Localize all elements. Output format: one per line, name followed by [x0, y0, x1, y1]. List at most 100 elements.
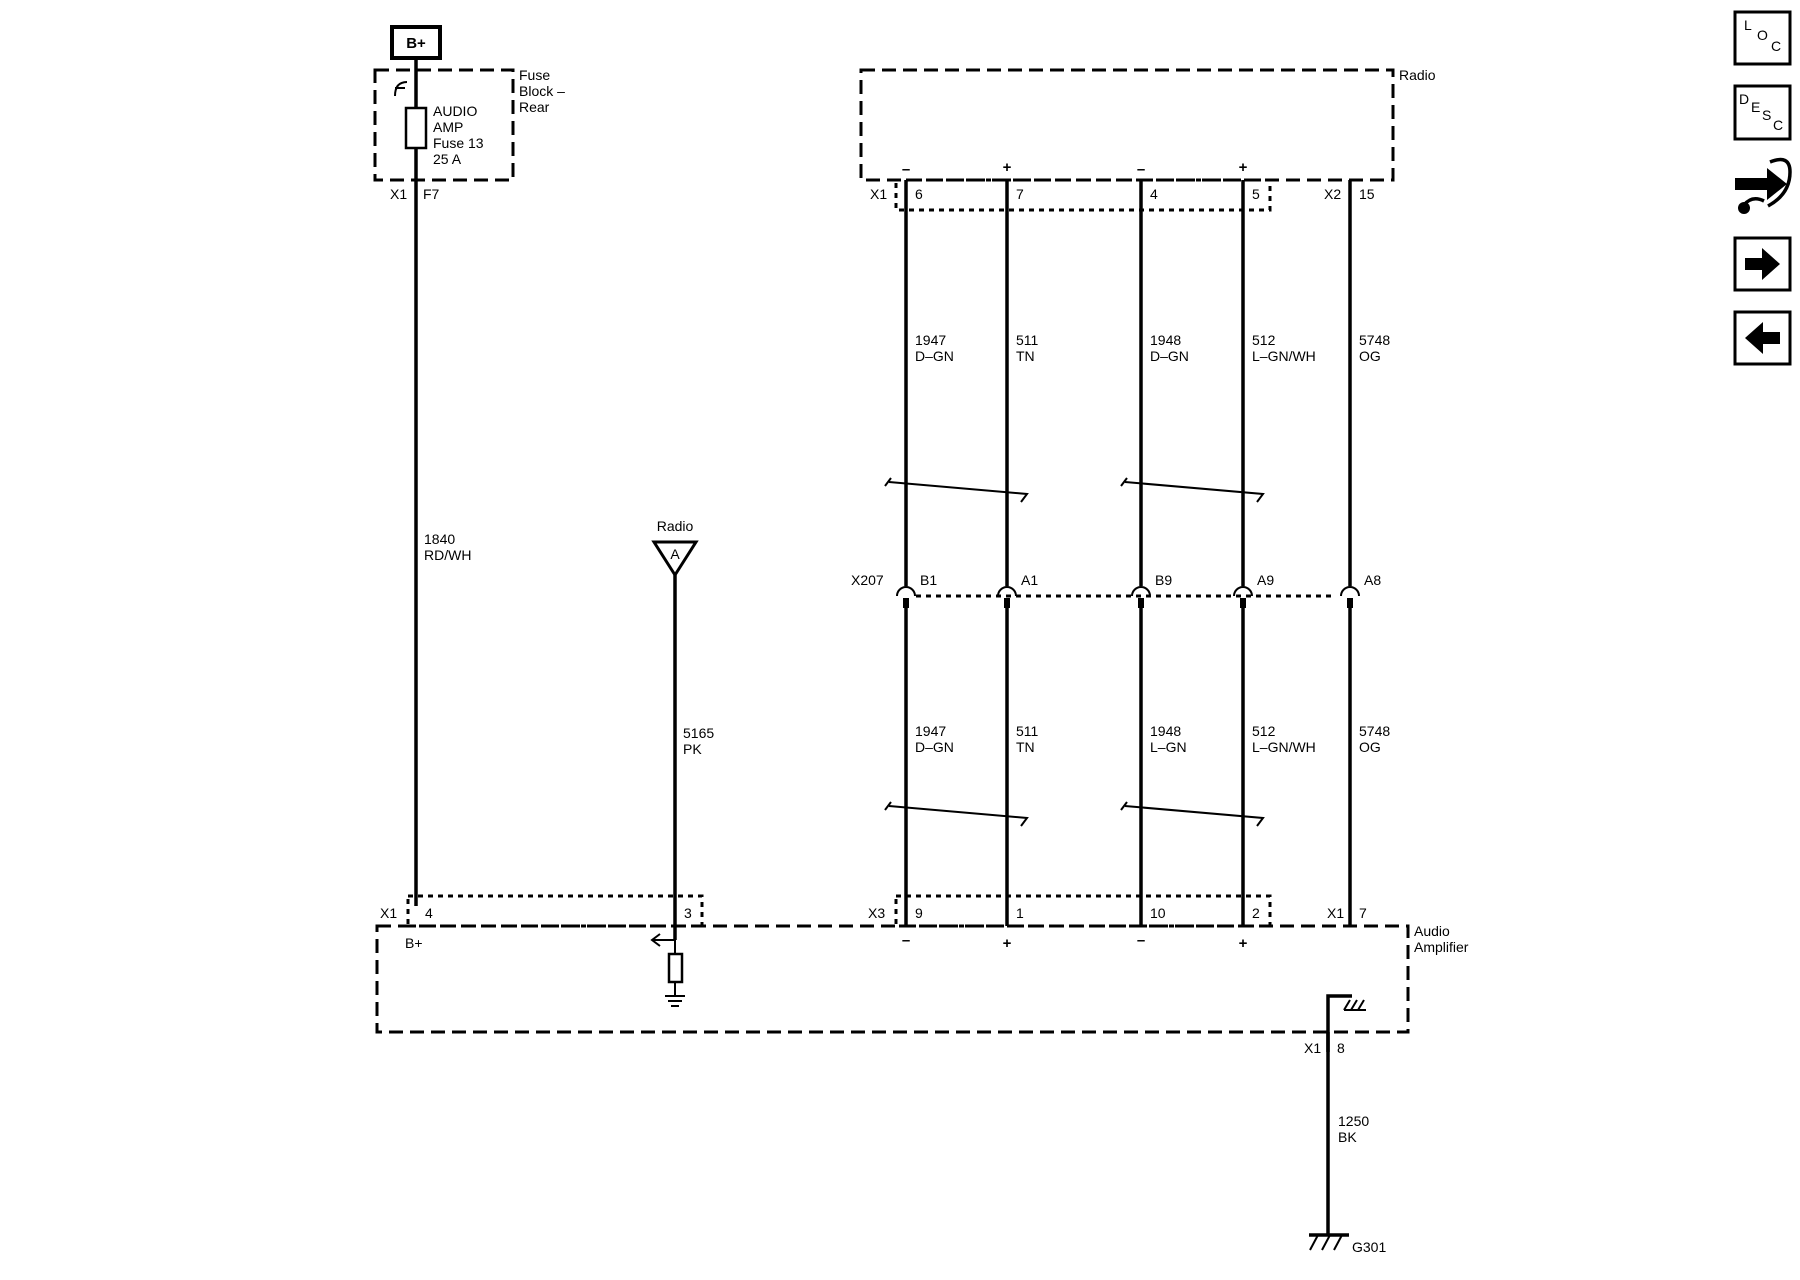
radio-pin4-minus: –: [1137, 161, 1145, 178]
wire-1948-lower-color: L–GN: [1150, 739, 1187, 755]
amp-connector-x1-bottom: X1: [1304, 1040, 1321, 1056]
fuse-clip-icon: [394, 81, 408, 97]
radio-pin7-plus: +: [1003, 159, 1012, 176]
wire-512-lower-circuit: 512: [1252, 723, 1276, 739]
remote-ref-symbol: A: [670, 546, 680, 562]
desc-button[interactable]: D E S C: [1733, 84, 1792, 141]
amp-connector-x1-right: X1: [1327, 905, 1344, 921]
loc-button[interactable]: L O C: [1733, 10, 1792, 66]
fuse-pin-f7: F7: [423, 186, 440, 202]
wire-1840-bottom-pin: 4: [425, 905, 433, 921]
terminal-icon: [997, 586, 1017, 597]
radio-module: Radio X1 X2 – + – +: [859, 67, 1436, 212]
b-plus-supply: B+: [390, 25, 442, 60]
fuse-block-rear: Fuse Block – Rear AUDIO AMP Fuse 13 25 A…: [373, 67, 569, 202]
radio-module-label: Radio: [1399, 67, 1436, 83]
wire-1250: 8 1250 BK G301: [1309, 1032, 1386, 1255]
arrow-right-icon: [1745, 248, 1780, 280]
wire-512-top-pin: 5: [1252, 186, 1260, 202]
wire-511-x207-pin: A1: [1021, 572, 1038, 588]
connector-end-view-button[interactable]: [1730, 150, 1796, 216]
wire-512-upper-circuit: 512: [1252, 332, 1276, 348]
wire-511-lower-circuit: 511: [1016, 723, 1039, 739]
b-plus-label: B+: [406, 35, 426, 52]
wire-1948-upper-color: D–GN: [1150, 348, 1189, 364]
wire-5748-upper-circuit: 5748: [1359, 332, 1390, 348]
radio-connector-x2: X2: [1324, 186, 1341, 202]
next-button[interactable]: [1733, 236, 1792, 292]
radio-remote-reference: Radio A 5165 PK: [651, 518, 714, 940]
amp-connector-x1-left: X1: [380, 905, 397, 921]
wire-1948-x207-pin: B9: [1155, 572, 1172, 588]
wire-511-top-pin: 7: [1016, 186, 1024, 202]
amp-connector-x3: X3: [868, 905, 885, 921]
wire-1948-lower-circuit: 1948: [1150, 723, 1181, 739]
remote-ref-label: Radio: [657, 518, 694, 534]
wire-1948-bottom-pin: 10: [1150, 905, 1166, 921]
signal-wires: 6B191947D–GN1947D–GN7A11511TN511TN4B9101…: [896, 180, 1390, 926]
wire-1948-upper-circuit: 1948: [1150, 332, 1181, 348]
wire-512-x207-pin: A9: [1257, 572, 1274, 588]
terminal-icon: [1340, 586, 1360, 597]
amp-pin1-plus: +: [1003, 935, 1012, 952]
resistor-icon: [667, 952, 684, 984]
wire-1250-color: BK: [1338, 1129, 1357, 1145]
wire-1250-circuit: 1250: [1338, 1113, 1369, 1129]
x207-label: X207: [851, 572, 884, 588]
previous-button[interactable]: [1733, 310, 1792, 366]
wire-5748-lower-color: OG: [1359, 739, 1381, 755]
wire-1947-lower-color: D–GN: [915, 739, 954, 755]
radio-pin5-plus: +: [1239, 159, 1248, 176]
description-icon: D E S C: [1739, 91, 1783, 133]
arrow-left-icon: [1745, 322, 1780, 354]
wire-1840-circuit: 1840: [424, 531, 455, 547]
amp-pin2-plus: +: [1239, 935, 1248, 952]
fuse-label: AUDIO AMP Fuse 13 25 A: [433, 103, 487, 167]
radio-connector-x1: X1: [870, 186, 887, 202]
wire-1947-top-pin: 6: [915, 186, 923, 202]
wire-1947-upper-circuit: 1947: [915, 332, 946, 348]
wire-512-lower-color: L–GN/WH: [1252, 739, 1316, 755]
wire-511-upper-circuit: 511: [1016, 332, 1039, 348]
wire-5748-bottom-pin: 7: [1359, 905, 1367, 921]
wire-1840-color: RD/WH: [424, 547, 471, 563]
fuse-block-title: Fuse Block – Rear: [519, 67, 569, 115]
fuse-icon: [404, 106, 428, 150]
remote-input-arrow-icon: [650, 933, 675, 947]
amp-pin9-minus: –: [902, 932, 910, 949]
wire-1948-top-pin: 4: [1150, 186, 1158, 202]
wire-5165-circuit: 5165: [683, 725, 714, 741]
wire-5748-x207-pin: A8: [1364, 572, 1381, 588]
fuse-connector-x1: X1: [390, 186, 407, 202]
ground-g301-icon: [1309, 1234, 1343, 1251]
wire-1840: 1840 RD/WH: [414, 58, 471, 906]
wire-511-upper-color: TN: [1016, 348, 1035, 364]
internal-ground-icon: [1343, 999, 1366, 1011]
wire-1947-bottom-pin: 9: [915, 905, 923, 921]
svg-text:1840 RD/WH: 1840 RD/WH: [424, 531, 471, 563]
radio-pin6-minus: –: [902, 161, 910, 178]
wire-5748-top-pin: 15: [1359, 186, 1375, 202]
ground-label: G301: [1352, 1239, 1386, 1255]
wire-511-lower-color: TN: [1016, 739, 1035, 755]
wire-5748-upper-color: OG: [1359, 348, 1381, 364]
wire-1947-upper-color: D–GN: [915, 348, 954, 364]
wire-1947-lower-circuit: 1947: [915, 723, 946, 739]
chassis-ground-icon: [665, 995, 685, 1007]
x207-inline-connector: X207: [851, 572, 1335, 598]
location-icon: L O C: [1744, 17, 1781, 54]
amp-pin10-minus: –: [1137, 932, 1145, 949]
wire-512-bottom-pin: 2: [1252, 905, 1260, 921]
terminal-icon: [1131, 586, 1151, 597]
amplifier-title: Audio Amplifier: [1414, 923, 1469, 955]
wire-5748-lower-circuit: 5748: [1359, 723, 1390, 739]
audio-amplifier: Audio Amplifier X1 X3 X1 X1 B+ – + – +: [375, 894, 1469, 1056]
reference-triangle-icon: [651, 540, 699, 578]
svg-text:1250 BK: 1250 BK: [1338, 1113, 1373, 1145]
wire-5165-color: PK: [683, 741, 702, 757]
